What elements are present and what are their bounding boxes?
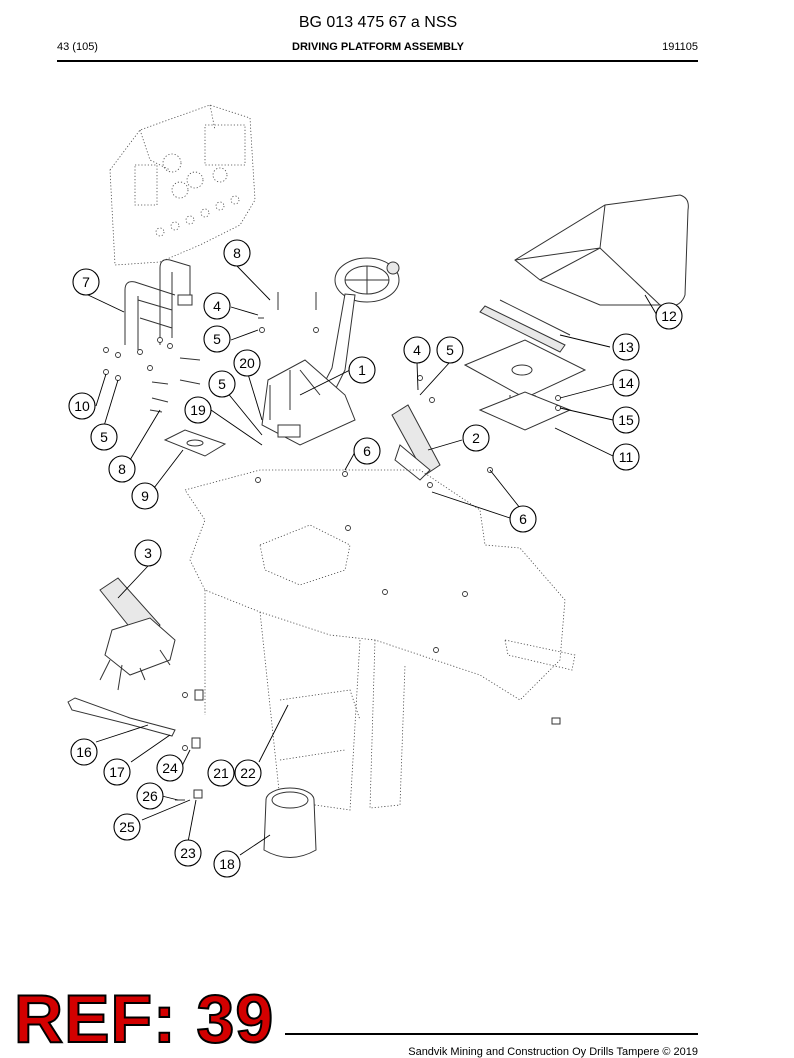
callout-label: 8	[118, 461, 126, 477]
callout-label: 15	[618, 412, 634, 428]
callout-label: 12	[661, 308, 677, 324]
seat-rail	[479, 299, 571, 353]
callout-7: 7	[72, 268, 100, 296]
callout-label: 5	[100, 429, 108, 445]
callout-9: 9	[131, 482, 159, 510]
callout-label: 16	[76, 744, 92, 760]
callout-11: 11	[612, 443, 640, 471]
callout-label: 7	[82, 274, 90, 290]
callout-4-left: 4	[203, 292, 231, 320]
callout-label: 22	[240, 765, 256, 781]
callout-label: 25	[119, 819, 135, 835]
callout-3: 3	[134, 539, 162, 567]
callout-21: 21	[207, 759, 235, 787]
callout-label: 6	[363, 443, 371, 459]
callout-16: 16	[70, 738, 98, 766]
callout-20: 20	[233, 349, 261, 377]
header-rule	[57, 60, 698, 62]
callout-label: 19	[190, 402, 206, 418]
callout-label: 5	[213, 331, 221, 347]
foot-pedal	[391, 404, 441, 481]
callout-18: 18	[213, 850, 241, 878]
pedal-valve-block	[99, 577, 176, 691]
document-date: 191105	[662, 41, 698, 53]
steering-column	[261, 257, 400, 446]
callout-12: 12	[655, 302, 683, 330]
callout-label: 11	[619, 449, 634, 465]
callout-label: 8	[233, 245, 241, 261]
copyright-text: Sandvik Mining and Construction Oy Drill…	[408, 1046, 698, 1058]
seat-base	[417, 339, 587, 431]
callout-14: 14	[612, 369, 640, 397]
callout-label: 10	[74, 398, 90, 414]
dashboard-console	[109, 104, 256, 266]
callout-label: 26	[142, 788, 158, 804]
callout-label: 24	[162, 760, 178, 776]
callout-13: 13	[612, 333, 640, 361]
callout-label: 9	[141, 488, 149, 504]
callout-1: 1	[348, 356, 376, 384]
callout-label: 23	[180, 845, 196, 861]
page-number: 43 (105)	[57, 41, 98, 53]
storage-cylinder	[263, 787, 317, 858]
callout-24: 24	[156, 754, 184, 782]
callout-label: 4	[213, 298, 221, 314]
fasteners-left	[103, 292, 319, 413]
callout-label: 5	[218, 376, 226, 392]
callout-label: 14	[618, 375, 634, 391]
callout-19: 19	[184, 396, 212, 424]
callout-23: 23	[174, 839, 202, 867]
callout-2: 2	[462, 424, 490, 452]
callout-4-right: 4	[403, 336, 431, 364]
callout-label: 13	[618, 339, 634, 355]
callout-label: 17	[109, 764, 125, 780]
callout-6-a: 6	[353, 437, 381, 465]
callout-10: 10	[68, 392, 96, 420]
callout-label: 18	[219, 856, 235, 872]
callout-label: 1	[358, 362, 366, 378]
callout-label: 4	[413, 342, 421, 358]
document-code: BG 013 475 67 a NSS	[298, 14, 458, 31]
callout-label: 2	[472, 430, 480, 446]
platform-floor	[184, 467, 576, 811]
callout-label: 3	[144, 545, 152, 561]
footer-rule	[285, 1033, 698, 1035]
small-fasteners	[175, 689, 204, 801]
callout-5-c: 5	[208, 370, 236, 398]
handrail-frame	[124, 259, 193, 350]
callout-22: 22	[234, 759, 262, 787]
callout-5-a: 5	[203, 325, 231, 353]
page-title: DRIVING PLATFORM ASSEMBLY	[292, 41, 464, 53]
ref-stamp: REF: 39	[13, 981, 275, 1057]
callout-8-bottom: 8	[108, 455, 136, 483]
cover-plate	[163, 429, 227, 457]
callout-5-b: 5	[436, 336, 464, 364]
callout-label: 20	[239, 355, 255, 371]
callout-15: 15	[612, 406, 640, 434]
callout-26: 26	[136, 782, 164, 810]
callout-label: 21	[213, 765, 229, 781]
callout-label: 6	[519, 511, 527, 527]
callout-6-b: 6	[509, 505, 537, 533]
callout-5-d: 5	[90, 423, 118, 451]
callout-8-top: 8	[223, 239, 251, 267]
callout-17: 17	[103, 758, 131, 786]
callout-label: 5	[446, 342, 454, 358]
mounting-bracket	[67, 697, 176, 737]
leader-lines	[85, 265, 659, 856]
operator-seat	[514, 194, 689, 307]
callout-25: 25	[113, 813, 141, 841]
